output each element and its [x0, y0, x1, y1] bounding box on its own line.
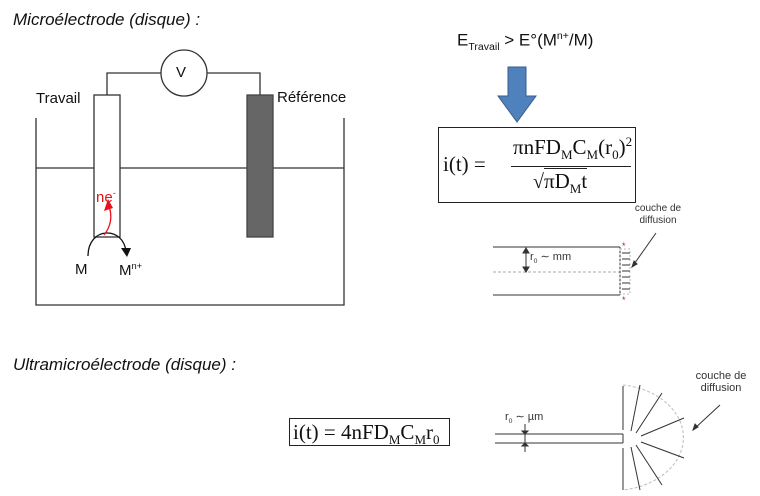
wire-working	[106, 72, 161, 95]
reactant-label: M	[75, 261, 88, 278]
wire-reference	[207, 72, 261, 95]
reference-electrode-label: Référence	[277, 89, 347, 106]
ultramicro-section-title: Ultramicroélectrode (disque) :	[13, 355, 236, 374]
equation-denominator: √πDMt	[533, 168, 588, 197]
micro-current-equation: i(t) = πnFDMCM(r0)2 √πDMt	[438, 127, 636, 203]
diffusion-hemisphere	[622, 384, 684, 491]
micro-section-title: Microélectrode (disque) :	[13, 10, 201, 29]
planar-diffusion-sketch: * *	[493, 232, 657, 305]
product-label: Mn+	[119, 261, 143, 279]
down-arrow-icon	[497, 66, 537, 123]
equation-numerator: πnFDMCM(r0)2	[513, 134, 633, 163]
reaction-arrowhead	[121, 248, 131, 257]
micro-radius-label: r0 ∼ mm	[530, 251, 572, 266]
electrochemical-cell	[35, 49, 345, 306]
reference-electrode	[246, 94, 274, 238]
voltmeter-symbol: V	[176, 64, 187, 81]
working-electrode	[93, 94, 121, 238]
hemispherical-diffusion-sketch	[495, 384, 721, 491]
ultramicro-radius-label: r0 ∼ µm	[505, 411, 544, 426]
beaker	[35, 118, 345, 306]
working-electrode-label: Travail	[36, 90, 81, 107]
voltmeter	[160, 49, 208, 97]
layer-pointer	[631, 232, 657, 268]
ultramicro-current-equation: i(t) = 4nFDMCMr0	[289, 418, 450, 447]
electron-label: ne-	[96, 188, 116, 206]
radial-arrows	[622, 384, 685, 491]
electron-arrowhead	[104, 199, 113, 211]
potential-condition: ETravail > E°(Mn+/M)	[457, 30, 594, 54]
diffusion-arrows	[622, 252, 630, 290]
svg-text:*: *	[622, 295, 626, 305]
svg-text:*: *	[622, 241, 626, 251]
fraction-bar	[511, 166, 631, 167]
